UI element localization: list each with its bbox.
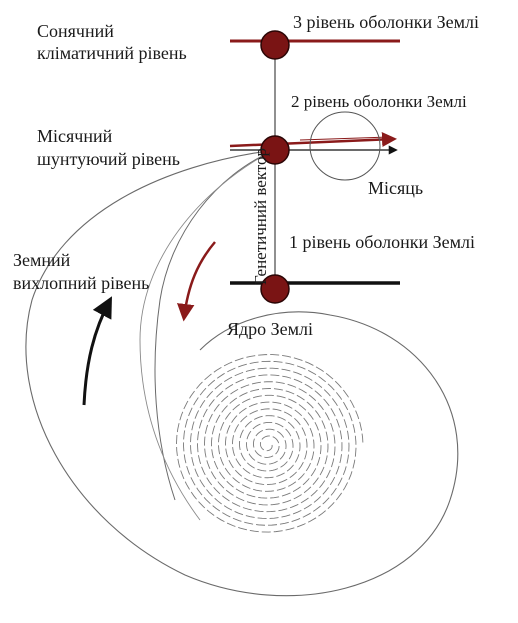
level3-label: 3 рівень оболонки Землі: [293, 12, 479, 32]
red-down-arrow: [184, 242, 215, 318]
genetic-vector-label: Генетичний вектор: [251, 148, 270, 285]
moon-orbit: [310, 112, 380, 180]
solar-level-label-2: кліматичний рівень: [37, 43, 187, 63]
earth-core-label: Ядро Землі: [227, 319, 313, 339]
earth-exhaust-label-2: вихлопний рівень: [13, 273, 149, 293]
level1-label: 1 рівень оболонки Землі: [289, 232, 475, 252]
solar-level-label-1: Сонячний: [37, 21, 114, 41]
lunar-level-label-1: Місячний: [37, 126, 113, 146]
core-spiral-path: [177, 355, 364, 532]
black-up-arrow: [84, 300, 110, 405]
moon-label: Місяць: [368, 178, 423, 198]
level2-label: 2 рівень оболонки Землі: [291, 92, 467, 111]
lunar-level-label-2: шунтуючий рівень: [37, 149, 180, 169]
earth-core-spiral: [177, 355, 364, 532]
level3-node: [261, 31, 289, 59]
earth-exhaust-label-1: Земний: [13, 250, 71, 270]
